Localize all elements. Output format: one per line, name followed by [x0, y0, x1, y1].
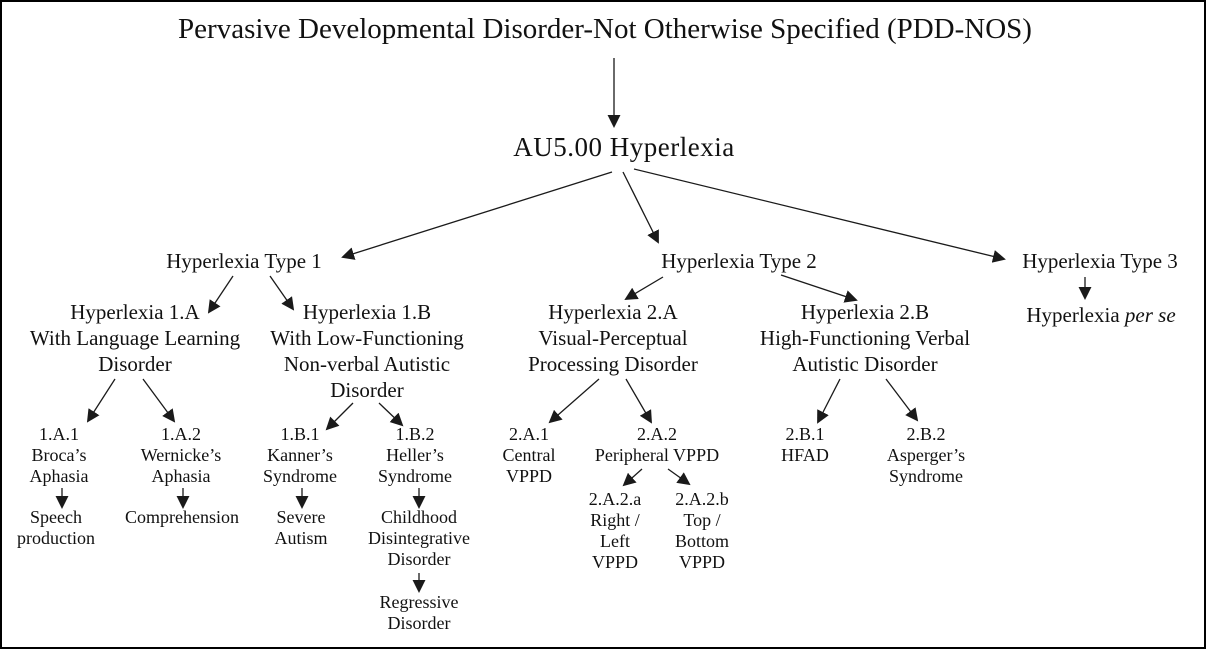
node-line: VPPD [678, 552, 726, 572]
edge-2a2-2a2b [667, 468, 691, 486]
node-childhood-disintegrative-disorder: Childhood Disintegrative Disorder [368, 507, 470, 570]
node-line: Broca’s [31, 445, 87, 465]
node-line: Aphasia [151, 466, 211, 486]
node-line: Hyperlexia 2.B [800, 300, 930, 324]
edge-1a-1a1 [86, 378, 116, 423]
node-line: Autism [274, 528, 328, 548]
node-line: Central [502, 445, 556, 465]
node-line: VPPD [591, 552, 639, 572]
node-text-italic: per se [1124, 303, 1176, 327]
node-line: 2.A.2.a [588, 489, 642, 509]
node-1a2-wernickes-aphasia: 1.A.2 Wernicke’s Aphasia [141, 424, 222, 487]
node-2a2a-right-left-vppd: 2.A.2.a Right / Left VPPD [589, 489, 642, 573]
node-hyperlexia-1a: Hyperlexia 1.A With Language Learning Di… [30, 299, 240, 377]
node-hyperlexia-type-2: Hyperlexia Type 2 [661, 249, 817, 273]
node-hyperlexia-2b: Hyperlexia 2.B High-Functioning Verbal A… [760, 299, 970, 377]
edge-2a-2a1 [548, 378, 600, 424]
node-line: Wernicke’s [140, 445, 222, 465]
node-line: Bottom [674, 531, 730, 551]
node-line: Processing Disorder [528, 352, 698, 376]
node-line: Disorder [98, 352, 172, 376]
edge-2b-2b1 [817, 378, 841, 424]
node-line: Syndrome [888, 466, 963, 486]
node-line: 1.A.2 [161, 424, 201, 444]
node-line: 2.A.2.b [675, 489, 729, 509]
node-hyperlexia-1b: Hyperlexia 1.B With Low-Functioning Non-… [270, 299, 463, 403]
node-line: With Low-Functioning [270, 326, 464, 350]
node-line: Disorder [387, 549, 451, 569]
node-regressive-disorder: Regressive Disorder [380, 592, 459, 634]
diagram-title: Pervasive Developmental Disorder-Not Oth… [178, 13, 1032, 45]
node-line: Hyperlexia 1.B [302, 300, 432, 324]
edge-2a-2a2 [625, 378, 652, 424]
node-1a1-brocas-aphasia: 1.A.1 Broca’s Aphasia [30, 424, 89, 487]
node-line: Left [600, 531, 630, 551]
node-line: Hyperlexia 2.A [548, 300, 678, 324]
edge-root-type2 [622, 171, 659, 244]
node-line: VPPD [505, 466, 553, 486]
node-2a2-peripheral-vppd: 2.A.2 Peripheral VPPD [595, 424, 719, 466]
edge-1a-1a2 [142, 378, 176, 423]
node-line: Speech [30, 507, 82, 527]
node-line: 1.B.2 [395, 424, 435, 444]
node-line: production [17, 528, 95, 548]
node-line: 2.A.1 [508, 424, 549, 444]
node-line: Visual-Perceptual [538, 326, 688, 350]
node-2b2-aspergers-syndrome: 2.B.2 Asperger’s Syndrome [887, 424, 965, 487]
node-line: Autistic Disorder [792, 352, 938, 376]
node-text: Hyperlexia [1026, 303, 1125, 327]
node-line: Top / [683, 510, 721, 530]
node-line: Right / [590, 510, 640, 530]
edge-type2-2b [780, 274, 858, 303]
node-line: 2.B.2 [906, 424, 946, 444]
node-comprehension: Comprehension [125, 507, 239, 527]
node-hyperlexia-type-1: Hyperlexia Type 1 [166, 249, 322, 273]
node-line: Syndrome [263, 466, 337, 486]
node-line: Severe [276, 507, 326, 527]
node-line: High-Functioning Verbal [759, 326, 971, 350]
node-line: 2.B.1 [785, 424, 825, 444]
edge-root-type3 [633, 168, 1006, 263]
node-au500-hyperlexia: AU5.00 Hyperlexia [513, 132, 735, 162]
edge-type1-1b [269, 275, 295, 311]
node-line: 2.A.2 [636, 424, 677, 444]
node-2a2b-top-bottom-vppd: 2.A.2.b Top / Bottom VPPD [675, 489, 729, 573]
edge-1b-1b2 [378, 402, 404, 427]
node-1b1-kanners-syndrome: 1.B.1 Kanner’s Syndrome [263, 424, 337, 487]
node-1b2-hellers-syndrome: 1.B.2 Heller’s Syndrome [378, 424, 452, 487]
node-line: Asperger’s [886, 445, 966, 465]
node-line: Regressive [379, 592, 459, 612]
node-line: Heller’s [386, 445, 444, 465]
edge-2b-2b2 [885, 378, 919, 422]
node-severe-autism: Severe Autism [274, 507, 327, 549]
node-speech-production: Speech production [17, 507, 95, 549]
node-line: HFAD [781, 445, 829, 465]
node-line: Disorder [387, 613, 451, 633]
node-line: Kanner’s [267, 445, 333, 465]
node-hyperlexia-2a: Hyperlexia 2.A Visual-Perceptual Process… [528, 299, 698, 377]
edge-type2-2a [624, 276, 664, 300]
node-line: Hyperlexia 1.A [70, 300, 200, 324]
edge-2a2-2a2a [622, 468, 643, 487]
edge-type1-1a [207, 275, 234, 314]
node-line: Aphasia [29, 466, 89, 486]
node-hyperlexia-type-3: Hyperlexia Type 3 [1022, 249, 1178, 273]
node-line: 1.B.1 [280, 424, 320, 444]
node-line: 1.A.1 [38, 424, 79, 444]
node-line: With Language Learning [29, 326, 241, 350]
node-line: Disintegrative [368, 528, 470, 548]
node-line: Syndrome [378, 466, 452, 486]
node-2a1-central-vppd: 2.A.1 Central VPPD [503, 424, 556, 487]
node-hyperlexia-per-se: Hyperlexia per se [1026, 302, 1175, 328]
node-2b1-hfad: 2.B.1 HFAD [781, 424, 829, 466]
node-line: Childhood [380, 507, 458, 527]
node-line: Peripheral VPPD [594, 445, 720, 465]
edge-1b-1b1 [325, 402, 354, 431]
edge-root-type1 [341, 171, 613, 260]
node-line: Disorder [330, 378, 404, 402]
node-line: Non-verbal Autistic [283, 352, 451, 376]
